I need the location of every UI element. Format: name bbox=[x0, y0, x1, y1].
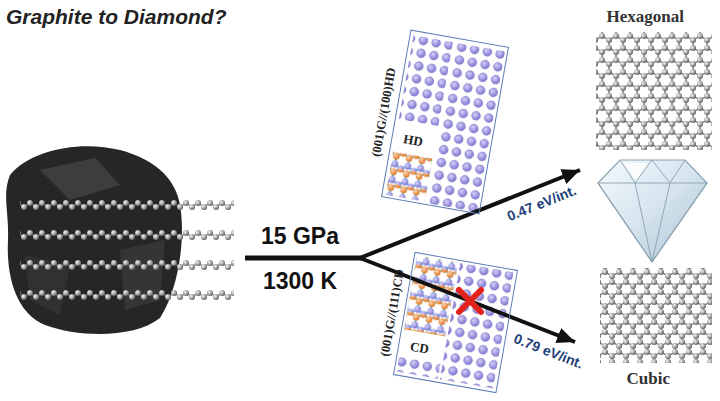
rock-body bbox=[6, 146, 182, 334]
reaction-arrow bbox=[360, 170, 580, 258]
rock-facet bbox=[40, 158, 120, 200]
cubic-structure bbox=[600, 268, 712, 363]
energy-label: 0.47 eV/int. bbox=[504, 182, 578, 224]
cd-interface-picture bbox=[392, 251, 517, 392]
graphene-layer bbox=[20, 230, 234, 240]
hexagonal-structure bbox=[596, 32, 712, 150]
graphite-layers bbox=[20, 200, 234, 300]
condition-label: 15 GPa bbox=[261, 223, 339, 250]
graphene-layer bbox=[20, 260, 234, 270]
interface-label: (001)G//(100)HD bbox=[360, 27, 407, 198]
graphite-atoms bbox=[396, 357, 440, 379]
gem-facets bbox=[598, 160, 707, 262]
graphite-rock bbox=[6, 146, 182, 334]
graphene-layer bbox=[20, 200, 234, 210]
interface-label: (001)G//(111)CD bbox=[372, 249, 411, 375]
cross-stroke bbox=[459, 290, 481, 312]
diamond-atoms bbox=[404, 255, 458, 336]
gem-body bbox=[598, 160, 707, 262]
cross-stroke bbox=[459, 290, 481, 312]
diamond-atoms bbox=[385, 151, 432, 201]
title-text: Graphite to Diamond? bbox=[6, 5, 227, 29]
phase-tag: HD bbox=[401, 131, 425, 150]
graphite-atoms bbox=[399, 35, 453, 126]
reaction-line bbox=[245, 256, 362, 261]
inset-box: (001)G//(111)CDCD bbox=[392, 251, 517, 392]
condition-label: 1300 K bbox=[263, 268, 337, 295]
gem-glint bbox=[624, 163, 648, 180]
phase-label: Hexagonal bbox=[605, 7, 686, 27]
energy-label: 0.79 eV/int. bbox=[511, 330, 585, 371]
inset-box: (001)G//(100)HDHD bbox=[381, 30, 509, 215]
diamond-gem bbox=[598, 160, 707, 262]
inset-ground bbox=[392, 251, 517, 392]
graphene-layer bbox=[20, 290, 234, 300]
hd-interface-picture bbox=[381, 30, 509, 215]
inset-ground bbox=[381, 30, 509, 215]
phase-label: Cubic bbox=[625, 369, 672, 389]
blocked-cross bbox=[459, 290, 481, 312]
phase-tag: CD bbox=[407, 338, 430, 356]
